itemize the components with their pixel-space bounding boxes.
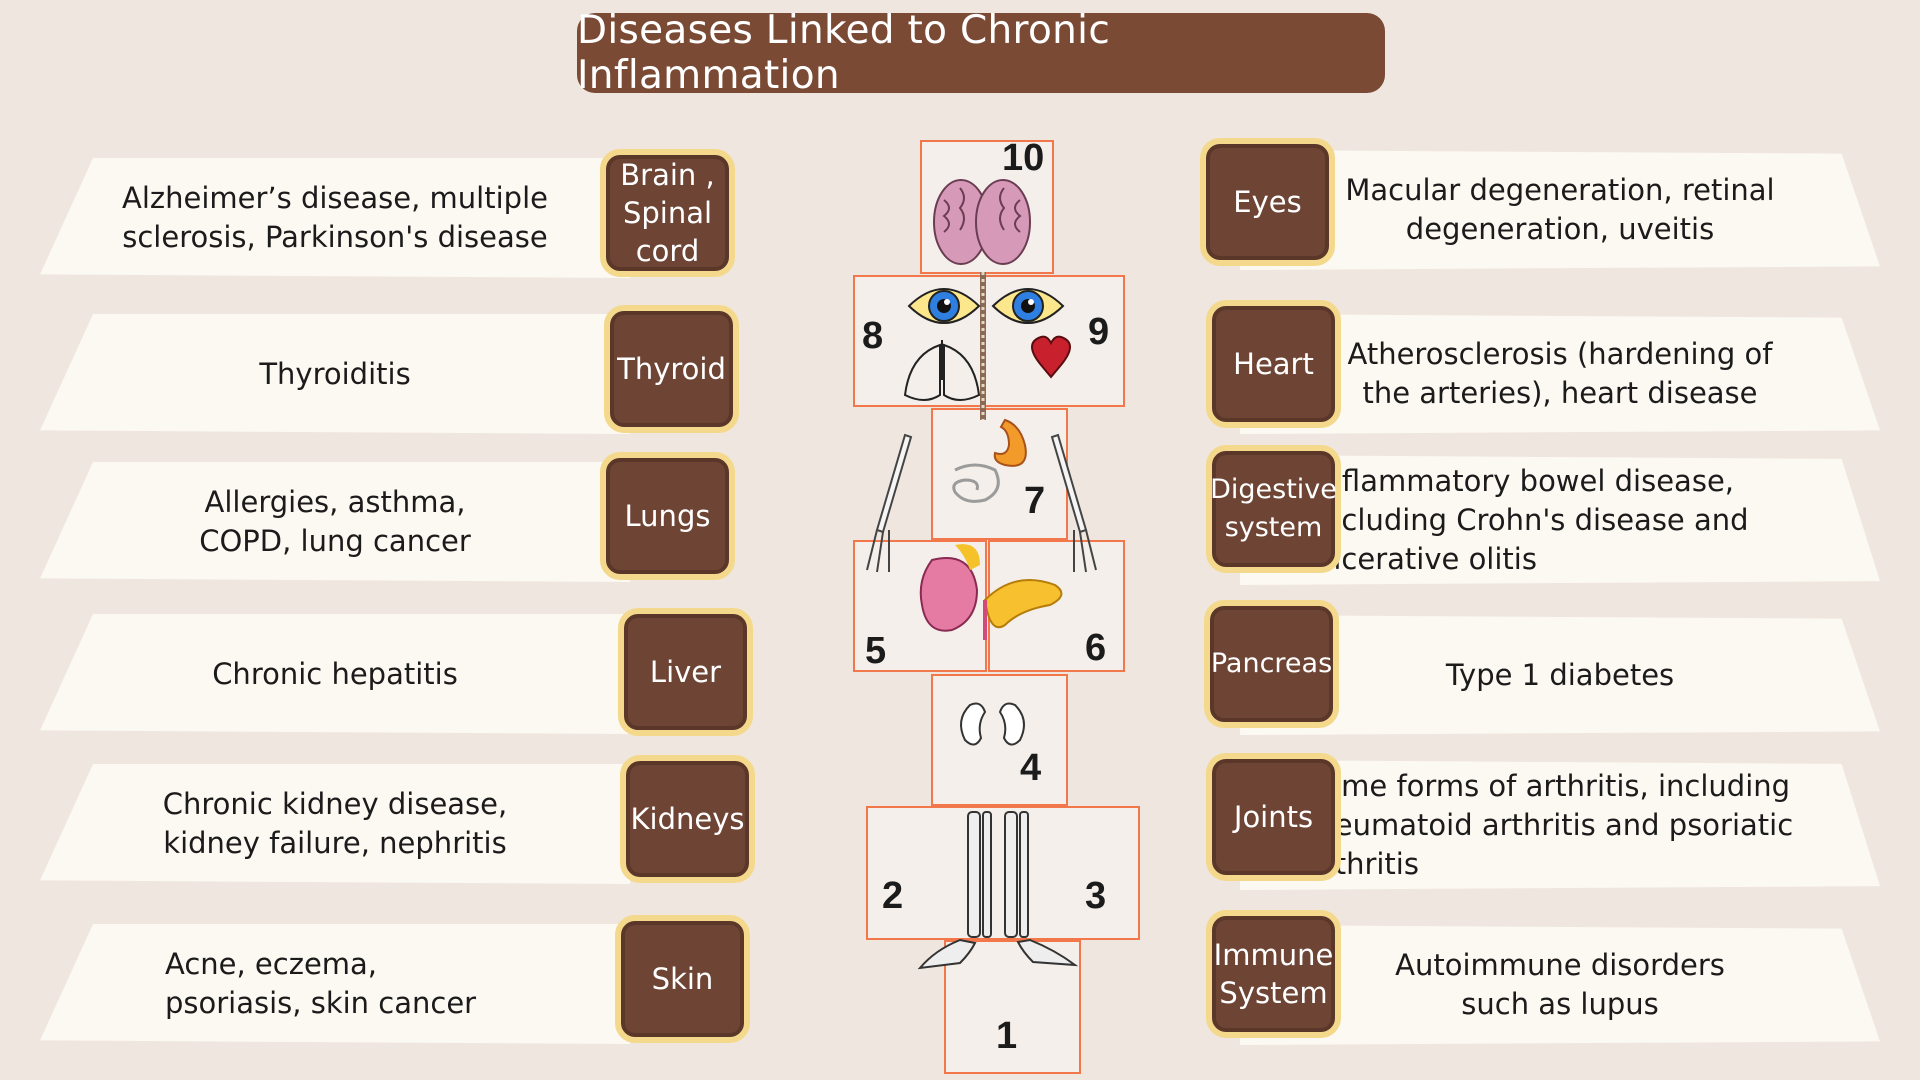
page-title: Diseases Linked to Chronic Inflammation [577, 8, 1385, 98]
region-number-4: 4 [1020, 747, 1042, 789]
leg-bones-icon [967, 811, 1029, 938]
organ-label-lungs: Lungs [600, 452, 735, 580]
region-number-8: 8 [862, 315, 884, 357]
disease-band-thyroid: Thyroiditis [40, 314, 630, 434]
disease-band-heart: Atherosclerosis (hardening of the arteri… [1240, 314, 1880, 434]
region-number-5: 5 [865, 630, 887, 672]
disease-band-lungs: Allergies, asthma, COPD, lung cancer [40, 462, 630, 582]
feet-bones-icon [917, 938, 1079, 970]
tile-2-3-legs [866, 806, 1140, 940]
disease-text-liver: Chronic hepatitis [212, 656, 458, 691]
disease-text-eyes: Macular degeneration, retinal degenerati… [1345, 173, 1775, 246]
organ-label-pancreas: Pancreas [1204, 600, 1339, 728]
brain-icon [933, 179, 1031, 265]
disease-band-joints: Some forms of arthritis, including rheum… [1240, 760, 1880, 890]
kidneys-icon [960, 702, 1025, 746]
organ-label-digestive-system: Digestive system [1206, 445, 1341, 573]
organ-label-thyroid: Thyroid [604, 305, 739, 433]
organ-label-liver: Liver [618, 608, 753, 736]
pancreas-icon [983, 579, 1063, 640]
disease-band-eyes: Macular degeneration, retinal degenerati… [1240, 150, 1880, 270]
disease-text-pancreas: Type 1 diabetes [1445, 657, 1675, 692]
disease-text-skin: Acne, eczema, psoriasis, skin cancer [165, 947, 477, 1020]
organ-label-eyes: Eyes [1200, 138, 1335, 266]
heart-icon [1031, 335, 1071, 379]
eye-icon [991, 288, 1065, 324]
disease-band-skin: Acne, eczema, psoriasis, skin cancer [40, 924, 630, 1044]
organ-label-heart: Heart [1206, 300, 1341, 428]
disease-band-liver: Chronic hepatitis [40, 614, 630, 734]
organ-label-brain-spinal-cord: Brain , Spinal cord [600, 149, 735, 277]
region-number-7: 7 [1024, 480, 1046, 522]
disease-text-digestive: Inflammatory bowel disease, including Cr… [1315, 463, 1749, 576]
organ-label-kidneys: Kidneys [620, 755, 755, 883]
disease-band-pancreas: Type 1 diabetes [1240, 615, 1880, 735]
liver-icon [919, 544, 980, 632]
disease-text-brain: Alzheimer’s disease, multiple sclerosis,… [122, 181, 548, 254]
disease-text-immune: Autoimmune disorders such as lupus [1395, 948, 1725, 1021]
tile-8-9-eyes-chest [853, 275, 1125, 407]
stomach-icon [993, 418, 1027, 467]
disease-text-joints: Some forms of arthritis, including rheum… [1305, 768, 1794, 881]
disease-text-lungs: Allergies, asthma, COPD, lung cancer [199, 485, 471, 558]
disease-band-kidneys: Chronic kidney disease, kidney failure, … [40, 764, 630, 884]
disease-text-kidneys: Chronic kidney disease, kidney failure, … [162, 787, 508, 860]
disease-text-heart: Atherosclerosis (hardening of the arteri… [1347, 337, 1773, 410]
organ-label-skin: Skin [615, 915, 750, 1043]
eye-icon [907, 288, 981, 324]
region-number-2: 2 [882, 875, 904, 917]
tile-4-kidneys [931, 674, 1068, 806]
arm-bone-icon [866, 433, 913, 573]
disease-band-immune: Autoimmune disorders such as lupus [1240, 925, 1880, 1045]
organ-label-joints: Joints [1206, 753, 1341, 881]
intestines-icon [952, 463, 1000, 503]
organ-label-immune-system: Immune System [1206, 910, 1341, 1038]
lungs-icon [903, 340, 981, 401]
region-number-10: 10 [1002, 137, 1045, 179]
region-number-1: 1 [996, 1015, 1018, 1057]
disease-band-brain: Alzheimer’s disease, multiple sclerosis,… [40, 158, 630, 278]
arm-bone-icon [1050, 433, 1097, 573]
region-number-6: 6 [1085, 627, 1107, 669]
disease-band-digestive: Inflammatory bowel disease, including Cr… [1240, 455, 1880, 585]
disease-text-thyroid: Thyroiditis [259, 356, 411, 391]
region-number-9: 9 [1088, 311, 1110, 353]
region-number-3: 3 [1085, 875, 1107, 917]
